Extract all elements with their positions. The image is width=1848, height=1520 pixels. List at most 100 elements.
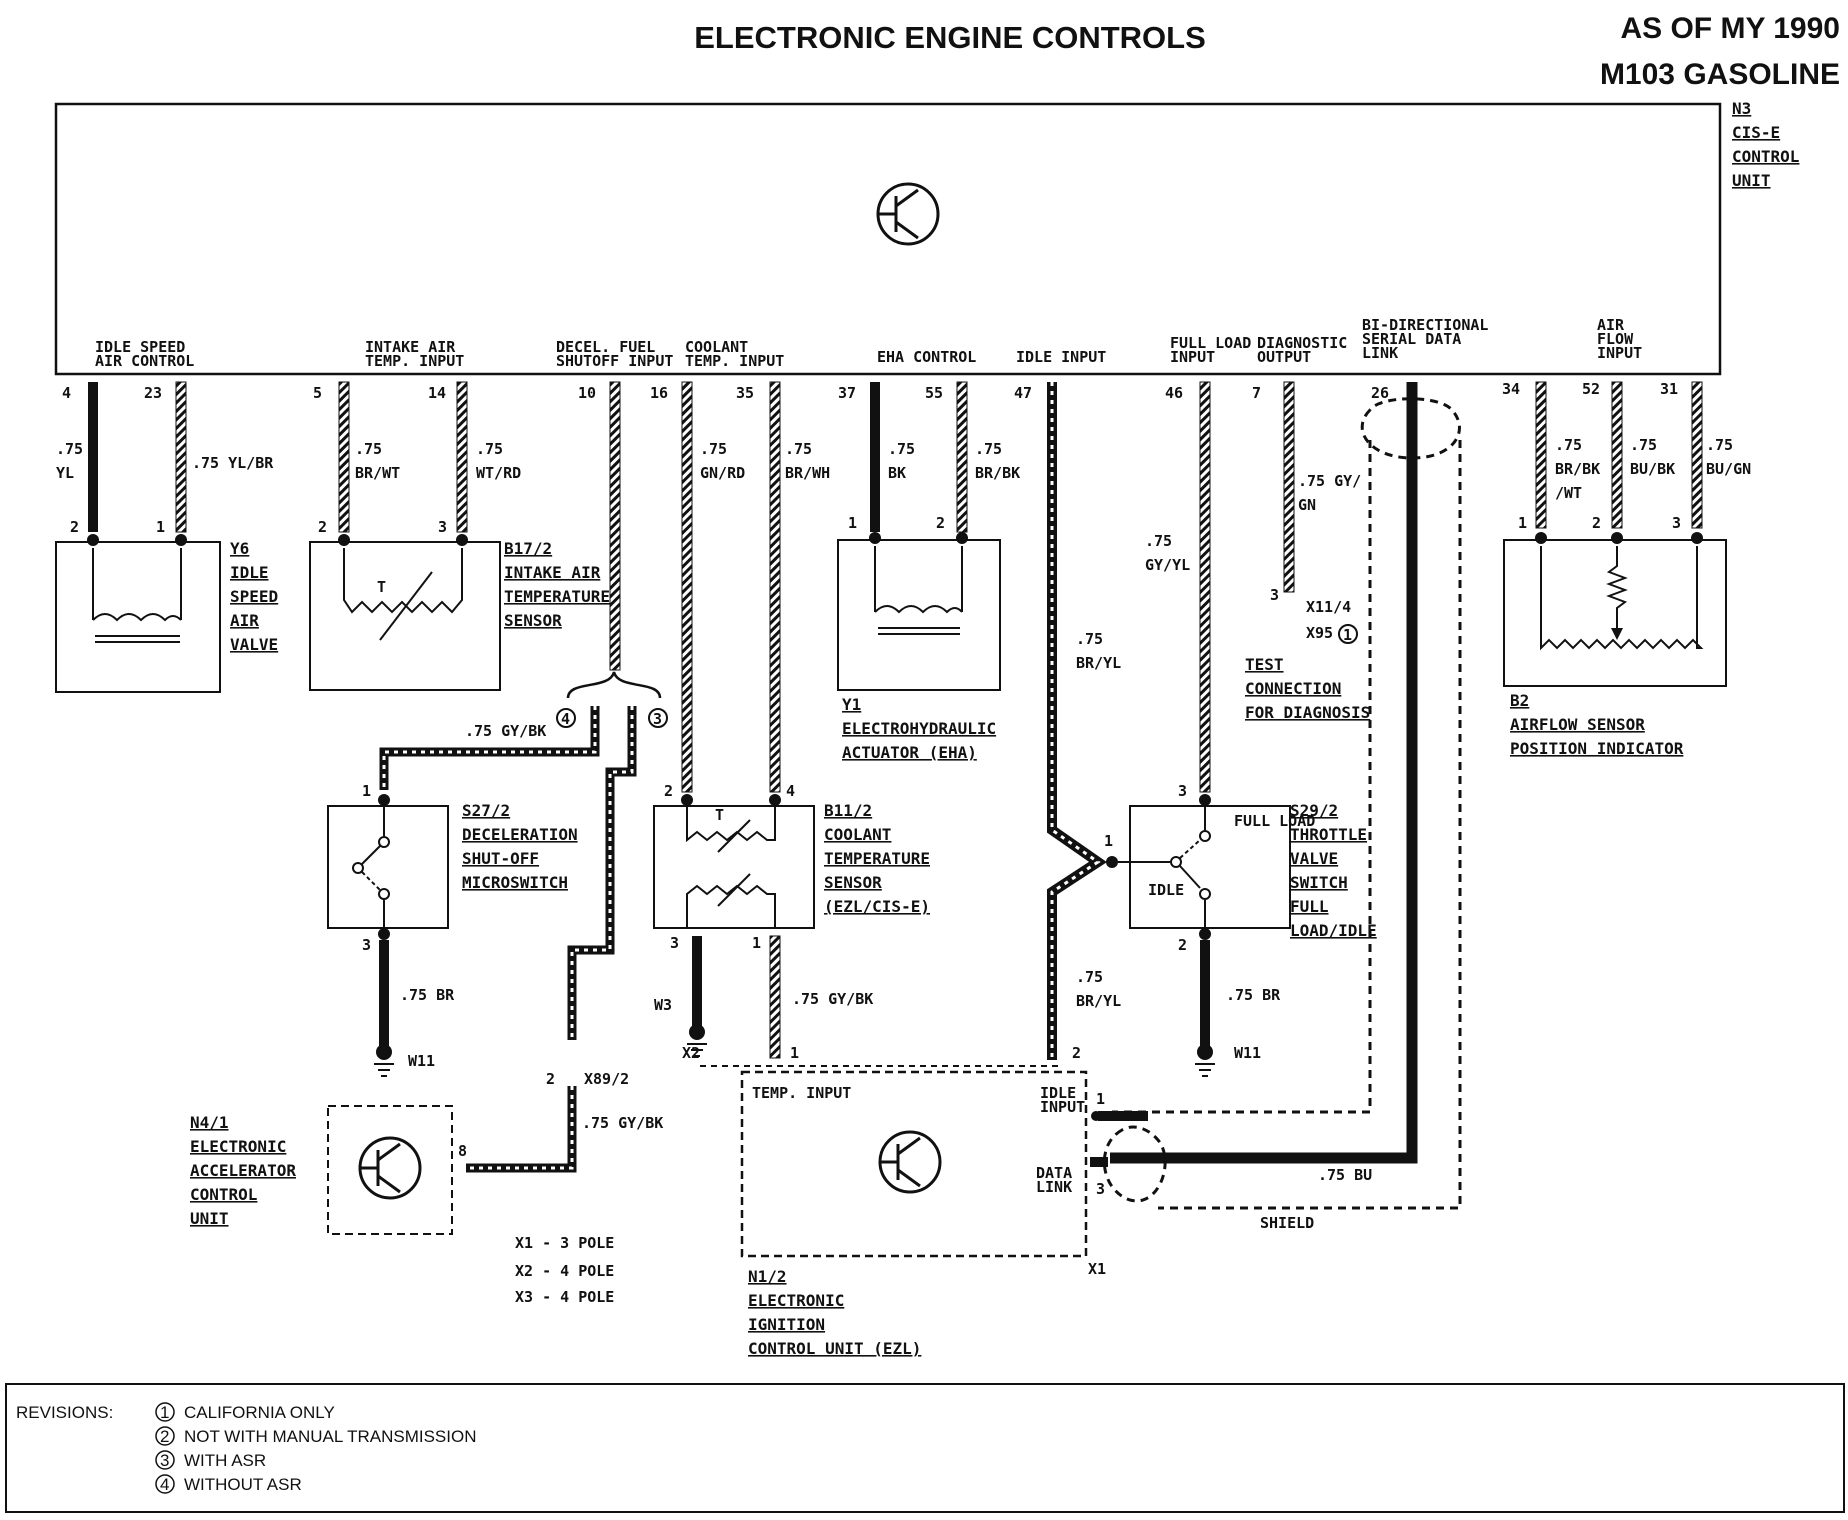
- svg-text:N4/1: N4/1: [190, 1113, 229, 1132]
- svg-text:X3 - 4 POLE: X3 - 4 POLE: [515, 1288, 614, 1306]
- svg-text:1: 1: [1343, 626, 1352, 644]
- svg-text:EHA CONTROL: EHA CONTROL: [877, 348, 976, 366]
- svg-text:VALVE: VALVE: [1290, 849, 1338, 868]
- wire-bu: [1110, 382, 1418, 1164]
- svg-text:B11/2: B11/2: [824, 801, 872, 820]
- n3-label: N3 CIS-E CONTROL UNIT: [1732, 99, 1799, 190]
- svg-text:INPUT: INPUT: [1040, 1098, 1085, 1116]
- revision-2: NOT WITH MANUAL TRANSMISSION: [184, 1427, 477, 1446]
- svg-text:S27/2: S27/2: [462, 801, 510, 820]
- svg-text:IDLE: IDLE: [1148, 881, 1184, 899]
- shield-loop-top: [1360, 397, 1461, 460]
- svg-text:.75: .75: [56, 440, 83, 458]
- svg-text:X2 - 4 POLE: X2 - 4 POLE: [515, 1262, 614, 1280]
- svg-text:.75: .75: [1706, 436, 1733, 454]
- svg-text:TEMP. INPUT: TEMP. INPUT: [752, 1084, 851, 1102]
- svg-text:.75 BR: .75 BR: [1226, 986, 1281, 1004]
- svg-text:4: 4: [160, 1475, 169, 1494]
- svg-text:GN/RD: GN/RD: [700, 464, 745, 482]
- ground-icon: [374, 1024, 1215, 1077]
- svg-text:SENSOR: SENSOR: [824, 873, 882, 892]
- svg-text:Y6: Y6: [230, 539, 249, 558]
- svg-text:AIR CONTROL: AIR CONTROL: [95, 352, 194, 370]
- diagram-title: ELECTRONIC ENGINE CONTROLS: [694, 20, 1206, 55]
- svg-text:FULL LOAD: FULL LOAD: [1170, 334, 1251, 352]
- wire-decel: [609, 381, 621, 671]
- svg-text:.75: .75: [1076, 630, 1103, 648]
- svg-text:1: 1: [1096, 1090, 1105, 1108]
- svg-text:DIAGNOSTIC: DIAGNOSTIC: [1257, 334, 1347, 352]
- svg-text:DATA: DATA: [1036, 1164, 1072, 1182]
- svg-text:SENSOR: SENSOR: [504, 611, 562, 630]
- wire-br-yl: [1047, 382, 1107, 1060]
- b2-airflow-sensor: 1 2 3: [1503, 514, 1727, 687]
- wire-wt-rd: [456, 381, 468, 533]
- svg-text:2: 2: [546, 1070, 555, 1088]
- svg-text:W11: W11: [1234, 1044, 1261, 1062]
- svg-text:SHUTOFF INPUT: SHUTOFF INPUT: [556, 352, 673, 370]
- wires: [88, 381, 1703, 1210]
- svg-text:Y1: Y1: [842, 695, 861, 714]
- svg-text:IDLE INPUT: IDLE INPUT: [1016, 348, 1106, 366]
- svg-text:1: 1: [156, 518, 165, 536]
- svg-text:TEMP. INPUT: TEMP. INPUT: [365, 352, 464, 370]
- svg-text:16: 16: [650, 384, 668, 402]
- svg-text:46: 46: [1165, 384, 1183, 402]
- wire-gy-gn: [1283, 381, 1295, 593]
- svg-text:31: 31: [1660, 380, 1678, 398]
- svg-text:TEMPERATURE: TEMPERATURE: [824, 849, 930, 868]
- wire-br-bk-wt: [1535, 381, 1547, 529]
- svg-text:BI-DIRECTIONAL: BI-DIRECTIONAL: [1362, 316, 1488, 334]
- svg-text:2: 2: [318, 518, 327, 536]
- svg-text:52: 52: [1582, 380, 1600, 398]
- wire-labels: .75 YL .75 YL/BR .75 BR/WT .75 WT/RD .75…: [56, 436, 1751, 1184]
- svg-text:FULL: FULL: [1290, 897, 1329, 916]
- wire-bu-gn: [1691, 381, 1703, 529]
- b11-coolant-sensor: T 2 4 3 1: [653, 782, 815, 952]
- svg-text:1: 1: [1518, 514, 1527, 532]
- svg-text:.75 BU: .75 BU: [1318, 1166, 1372, 1184]
- svg-text:INPUT: INPUT: [1597, 344, 1642, 362]
- svg-text:SPEED: SPEED: [230, 587, 278, 606]
- model-year: AS OF MY 1990: [1620, 12, 1840, 45]
- svg-text:3: 3: [362, 936, 371, 954]
- svg-text:CONTROL: CONTROL: [1732, 147, 1799, 166]
- svg-text:SHIELD: SHIELD: [1260, 1214, 1314, 1232]
- svg-text:WT/RD: WT/RD: [476, 464, 521, 482]
- svg-text:BR/BK: BR/BK: [975, 464, 1020, 482]
- svg-text:INPUT: INPUT: [1170, 348, 1215, 366]
- svg-text:POSITION INDICATOR: POSITION INDICATOR: [1510, 739, 1684, 758]
- svg-text:4: 4: [62, 384, 71, 402]
- svg-text:BR/WH: BR/WH: [785, 464, 830, 482]
- svg-text:3: 3: [1270, 586, 1279, 604]
- svg-text:3: 3: [653, 710, 662, 728]
- svg-text:COOLANT: COOLANT: [685, 338, 748, 356]
- svg-text:TEMP. INPUT: TEMP. INPUT: [685, 352, 784, 370]
- svg-text:X89/2: X89/2: [584, 1070, 629, 1088]
- s29-throttle-switch: FULL LOAD IDLE 3 2 1: [1104, 782, 1315, 954]
- wire-yl: [88, 382, 98, 532]
- pin-numbers: 4 23 5 14 10 16 35 37 55 47 46 7 26 34 5…: [62, 380, 1678, 402]
- n3-control-unit-box: [54, 102, 1722, 376]
- s27-microswitch: 1 3: [327, 782, 449, 954]
- svg-text:1: 1: [362, 782, 371, 800]
- svg-text:FOR DIAGNOSIS: FOR DIAGNOSIS: [1245, 703, 1370, 722]
- svg-text:7: 7: [1252, 384, 1261, 402]
- svg-text:2: 2: [664, 782, 673, 800]
- svg-text:GN: GN: [1298, 496, 1316, 514]
- svg-text:CONTROL: CONTROL: [190, 1185, 257, 1204]
- svg-text:ELECTRONIC: ELECTRONIC: [190, 1137, 286, 1156]
- svg-text:.75 GY/BK: .75 GY/BK: [792, 990, 873, 1008]
- svg-text:1: 1: [790, 1044, 799, 1062]
- svg-text:UNIT: UNIT: [190, 1209, 229, 1228]
- svg-text:3: 3: [670, 934, 679, 952]
- svg-text:N3: N3: [1732, 99, 1751, 118]
- svg-text:.75: .75: [888, 440, 915, 458]
- svg-text:T: T: [377, 578, 386, 596]
- revisions-list: [155, 1402, 175, 1494]
- y6-idle-air-valve: 2 1: [55, 518, 221, 693]
- svg-text:3: 3: [1178, 782, 1187, 800]
- svg-text:TEMPERATURE: TEMPERATURE: [504, 587, 610, 606]
- svg-text:X11/4: X11/4: [1306, 598, 1351, 616]
